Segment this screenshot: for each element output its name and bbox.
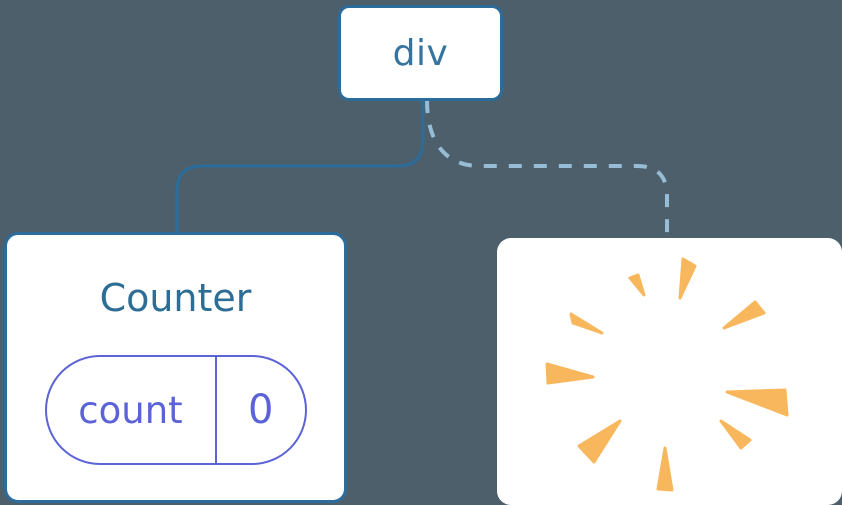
poof-explosion-icon: [545, 257, 789, 492]
state-pill-value: 0: [248, 387, 274, 433]
poof-ray: [545, 362, 595, 385]
poof-ray: [722, 300, 766, 330]
poof-ray: [725, 388, 789, 417]
node-div: div: [338, 5, 503, 101]
poof-ray: [678, 257, 697, 300]
state-pill-key: count: [78, 388, 183, 432]
node-removed: [497, 238, 842, 505]
node-div-label: div: [392, 32, 449, 74]
edge-div-to-counter: [175, 100, 425, 238]
state-pill: count 0: [44, 355, 307, 465]
edge-div-to-removed: [425, 99, 669, 241]
node-counter: Counter count 0: [4, 232, 347, 503]
counter-title: Counter: [99, 276, 252, 320]
state-pill-divider: [214, 357, 217, 463]
poof-ray: [577, 419, 622, 464]
poof-ray: [569, 312, 604, 335]
poof-ray: [656, 446, 674, 492]
poof-ray: [719, 419, 752, 450]
poof-ray: [628, 273, 646, 297]
